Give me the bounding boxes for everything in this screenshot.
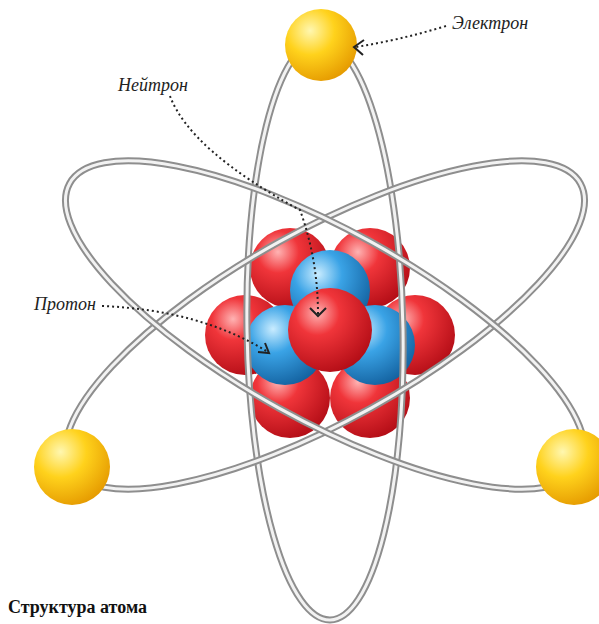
figure-caption: Структура атома xyxy=(8,598,147,618)
leader-arrowheads xyxy=(258,40,364,353)
orbits xyxy=(24,39,599,622)
proton-label: Протон xyxy=(34,295,96,315)
leader-lines xyxy=(102,26,446,352)
electrons xyxy=(34,9,599,505)
neutron-label: Нейтрон xyxy=(118,76,188,96)
electron-label: Электрон xyxy=(452,14,528,34)
